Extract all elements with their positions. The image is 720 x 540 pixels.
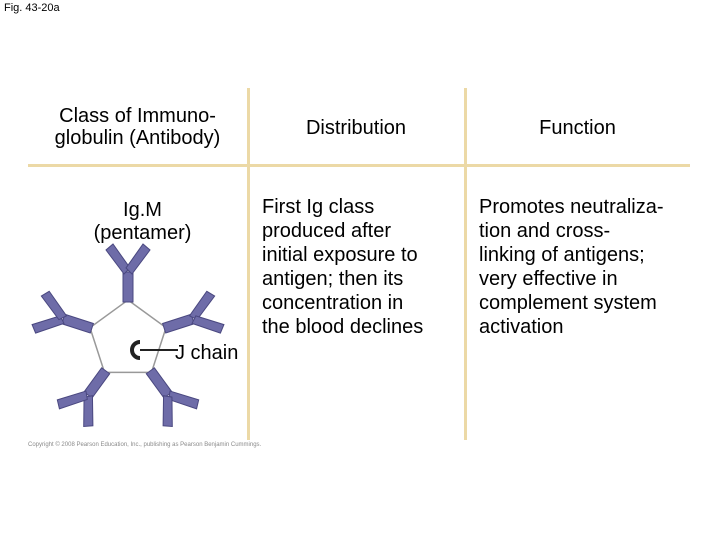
- figure-label: Fig. 43-20a: [4, 2, 60, 14]
- distribution-line: initial exposure to: [262, 244, 418, 266]
- distribution-line: First Ig class: [262, 196, 375, 218]
- function-line: tion and cross-: [479, 220, 611, 242]
- antibody-chain: [56, 390, 88, 410]
- antibody-chain: [161, 313, 195, 334]
- header-class-line2: globulin (Antibody): [54, 127, 221, 149]
- header-function: Function: [539, 117, 616, 139]
- header-class-line1: Class of Immuno-: [59, 105, 216, 127]
- function-line: linking of antigens;: [479, 244, 645, 266]
- column-divider-1: [247, 88, 250, 440]
- antibody-chain: [122, 271, 134, 303]
- class-name: Ig.M (pentamer): [70, 199, 215, 245]
- distribution-line: concentration in: [262, 292, 404, 314]
- distribution-line: produced after: [262, 220, 391, 242]
- antibody-unit: [145, 367, 200, 428]
- antibody-chain: [105, 243, 131, 275]
- antibody-chain: [145, 367, 173, 399]
- j-chain-shape: [130, 340, 141, 360]
- function-line: Promotes neutraliza-: [479, 196, 664, 218]
- distribution-line: the blood declines: [262, 316, 424, 338]
- antibody-chain: [61, 313, 95, 334]
- function-line: activation: [479, 316, 564, 338]
- antibody-chain: [125, 243, 151, 275]
- antibody-unit: [56, 367, 111, 428]
- class-name-line1: Ig.M: [123, 199, 162, 221]
- header-class: Class of Immuno- globulin (Antibody): [30, 105, 245, 149]
- class-name-line2: (pentamer): [93, 222, 192, 244]
- distribution-text: First Ig class produced after initial ex…: [262, 195, 423, 339]
- antibody-chain: [40, 290, 68, 321]
- antibody-chain: [162, 395, 173, 428]
- function-text: Promotes neutraliza- tion and cross- lin…: [479, 195, 664, 339]
- column-divider-2: [464, 88, 467, 440]
- function-line: complement system: [479, 292, 657, 314]
- pentamer-ring: [89, 299, 167, 374]
- pentamer-structure: [31, 243, 225, 428]
- j-chain-label: J chain: [175, 342, 239, 364]
- header-divider: [28, 164, 690, 167]
- function-line: very effective in: [479, 268, 618, 290]
- antibody-unit: [161, 290, 225, 334]
- antibody-unit: [105, 243, 151, 303]
- copyright-text: Copyright © 2008 Pearson Education, Inc.…: [28, 442, 262, 448]
- antibody-unit: [31, 290, 95, 334]
- header-distribution: Distribution: [305, 117, 407, 139]
- distribution-line: antigen; then its: [262, 268, 404, 290]
- antibody-chain: [191, 315, 225, 334]
- antibody-chain: [83, 367, 111, 399]
